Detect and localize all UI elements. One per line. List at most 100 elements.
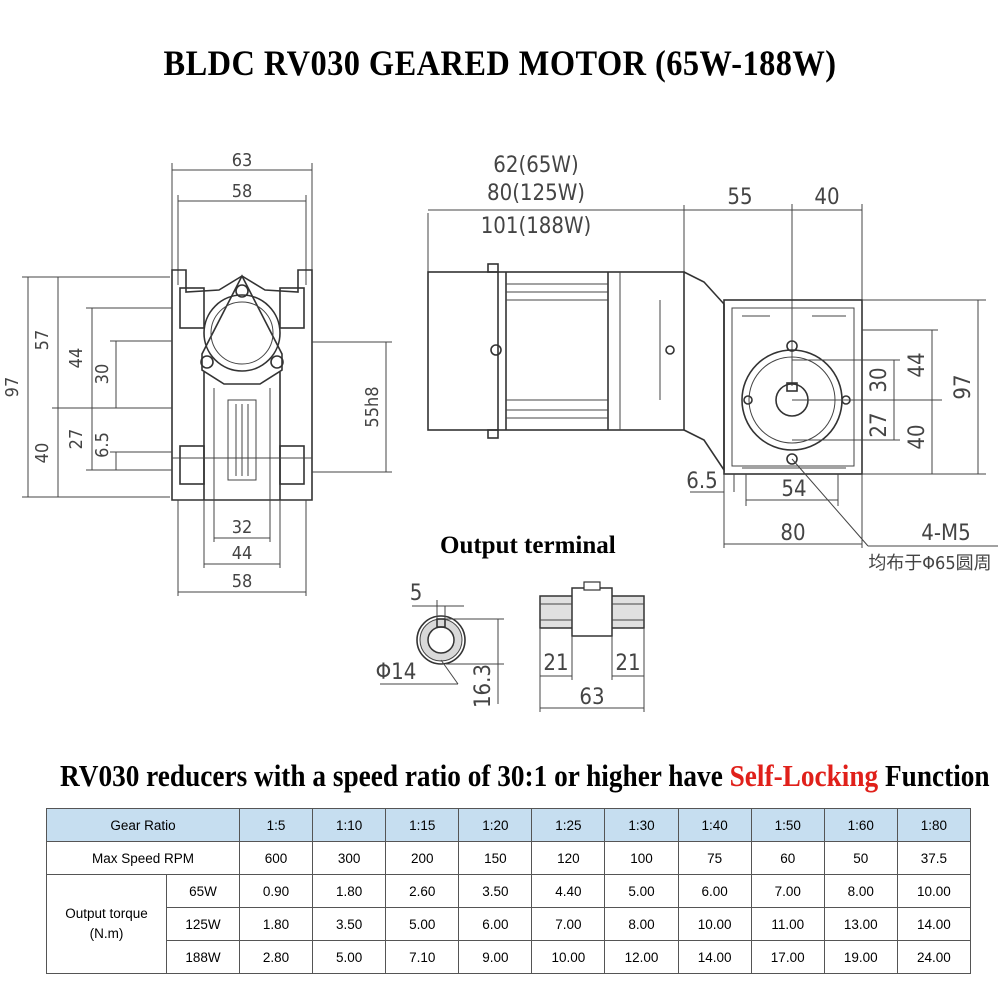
dim-44: 44: [66, 348, 87, 369]
dim-6-5-side: 6.5: [686, 469, 717, 494]
dim-44-side: 44: [905, 352, 930, 377]
speed-cell: 50: [823, 841, 898, 875]
power-cell: 125W: [166, 907, 240, 941]
ratio-cell: 1:80: [896, 808, 971, 842]
ratio-cell: 1:20: [458, 808, 533, 842]
dim-30: 30: [92, 364, 113, 385]
torque-cell: 7.10: [385, 940, 460, 974]
side-view: 62(65W) 80(125W) 101(188W) 55 40: [427, 153, 998, 574]
torque-cell: 10.00: [896, 874, 971, 908]
torque-cell: 24.00: [896, 940, 971, 974]
torque-cell: 3.50: [458, 874, 533, 908]
torque-cell: 14.00: [896, 907, 971, 941]
dim-27-side: 27: [867, 412, 892, 437]
dim-key-height: 16.3: [471, 664, 496, 708]
torque-cell: 11.00: [750, 907, 825, 941]
dim-bottom-58: 58: [232, 571, 253, 592]
torque-cell: 7.00: [750, 874, 825, 908]
dim-total: 63: [579, 685, 604, 710]
ratio-cell: 1:50: [750, 808, 825, 842]
dim-bottom-32: 32: [232, 517, 253, 538]
ratio-cell: 1:25: [531, 808, 606, 842]
torque-cell: 5.00: [604, 874, 679, 908]
dim-80: 80: [780, 521, 805, 546]
torque-cell: 4.40: [531, 874, 606, 908]
self-locking-note: RV030 reducers with a speed ratio of 30:…: [60, 758, 990, 794]
torque-cell: 5.00: [385, 907, 460, 941]
torque-cell: 6.00: [677, 874, 752, 908]
torque-cell: 17.00: [750, 940, 825, 974]
torque-cell: 5.00: [312, 940, 387, 974]
dim-width-outer: 63: [232, 150, 253, 171]
dim-bottom-44: 44: [232, 543, 253, 564]
ratio-cell: 1:30: [604, 808, 679, 842]
torque-cell: 19.00: [823, 940, 898, 974]
note-text-after: Function: [878, 758, 990, 793]
gear-ratio-label: Gear Ratio: [46, 808, 240, 842]
dim-right: 21: [615, 651, 640, 676]
max-speed-row: Max Speed RPM 600 300 200 150 120 100 75…: [46, 841, 971, 875]
max-speed-label: Max Speed RPM: [46, 841, 240, 875]
dim-diameter: Φ14: [376, 660, 417, 685]
dim-30-side: 30: [867, 367, 892, 392]
technical-drawing: 63 58 97 57 40 44: [2, 150, 998, 712]
torque-cell: 7.00: [531, 907, 606, 941]
dim-6-5: 6.5: [92, 432, 113, 458]
page-title: BLDC RV030 GEARED MOTOR (65W-188W): [163, 43, 837, 83]
speed-cell: 200: [385, 841, 460, 875]
speed-cell: 100: [604, 841, 679, 875]
dim-height-total: 97: [2, 377, 23, 398]
specs-table: Gear Ratio 1:5 1:10 1:15 1:20 1:25 1:30 …: [46, 808, 971, 974]
torque-cell: 3.50: [312, 907, 387, 941]
speed-cell: 600: [238, 841, 314, 875]
motor-length-65w: 62(65W): [493, 153, 578, 178]
dim-40-side: 40: [905, 424, 930, 449]
torque-cell: 9.00: [458, 940, 533, 974]
motor-length-125w: 80(125W): [487, 181, 585, 206]
torque-cell: 2.60: [385, 874, 460, 908]
speed-cell: 120: [531, 841, 606, 875]
ratio-cell: 1:5: [238, 808, 314, 842]
ratio-cell: 1:60: [823, 808, 898, 842]
output-terminal-drawing: 5 Φ14 16.3 21 21 63: [376, 581, 645, 712]
ratio-cell: 1:40: [677, 808, 752, 842]
dim-lower: 40: [32, 443, 53, 464]
speed-cell: 300: [312, 841, 387, 875]
ratio-cell: 1:10: [312, 808, 387, 842]
torque-cell: 0.90: [238, 874, 314, 908]
motor-length-188w: 101(188W): [481, 214, 592, 239]
torque-cell: 14.00: [677, 940, 752, 974]
dim-55: 55: [727, 185, 752, 210]
torque-cell: 1.80: [238, 907, 314, 941]
speed-cell: 150: [458, 841, 533, 875]
note-text-before: RV030 reducers with a speed ratio of 30:…: [60, 758, 730, 793]
dim-54: 54: [781, 477, 806, 502]
torque-cell: 8.00: [604, 907, 679, 941]
output-torque-label-line1: Output torque: [65, 906, 148, 921]
torque-cell: 8.00: [823, 874, 898, 908]
front-view: 63 58 97 57 40 44: [2, 150, 392, 596]
speed-cell: 60: [750, 841, 825, 875]
torque-row-125w: 125W 1.80 3.50 5.00 6.00 7.00 8.00 10.00…: [47, 907, 971, 941]
note-highlight: Self-Locking: [729, 758, 879, 793]
bolt-spec: 4-M5: [921, 521, 970, 546]
dim-width-flange: 58: [232, 181, 253, 202]
torque-cell: 10.00: [677, 907, 752, 941]
power-cell: 188W: [166, 940, 240, 974]
dim-97: 97: [951, 374, 976, 399]
torque-cell: 13.00: [823, 907, 898, 941]
dim-shaft-fit: 55h8: [362, 386, 383, 427]
torque-cell: 12.00: [604, 940, 679, 974]
dim-left: 21: [543, 651, 568, 676]
ratio-cell: 1:15: [385, 808, 460, 842]
torque-row-188w: 188W 2.80 5.00 7.10 9.00 10.00 12.00 14.…: [47, 940, 971, 974]
output-torque-label-line2: (N.m): [89, 926, 124, 941]
power-cell: 65W: [166, 874, 240, 908]
dim-upper: 57: [32, 330, 53, 351]
torque-cell: 10.00: [531, 940, 606, 974]
torque-row-65w: Output torque (N.m) 65W 0.90 1.80 2.60 3.…: [46, 874, 971, 974]
output-torque-label: Output torque (N.m): [46, 874, 167, 974]
dim-27: 27: [66, 429, 87, 450]
speed-cell: 37.5: [896, 841, 971, 875]
torque-cell: 1.80: [312, 874, 387, 908]
